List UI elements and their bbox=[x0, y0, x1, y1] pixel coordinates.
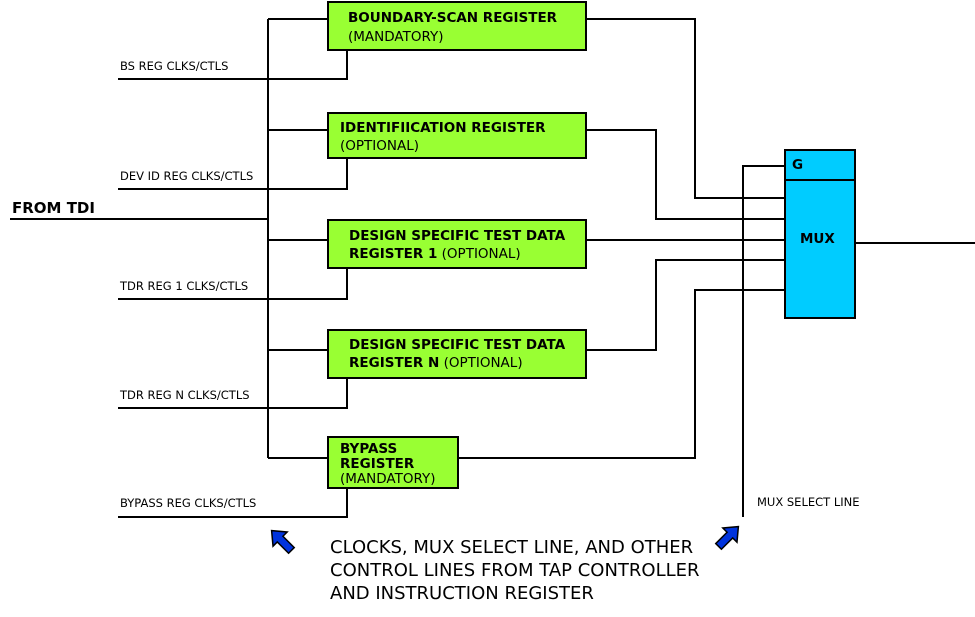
tdr1-reg-line2: REGISTER 1 (OPTIONAL) bbox=[349, 246, 521, 262]
ctl-line-bs bbox=[118, 50, 348, 80]
bypass-reg-note: (MANDATORY) bbox=[340, 471, 436, 487]
arrow-left-up-icon bbox=[270, 529, 296, 555]
mux-label: MUX bbox=[800, 231, 835, 247]
out-bypass bbox=[458, 289, 785, 459]
identification-register: IDENTIFIICATION REGISTER (OPTIONAL) bbox=[327, 112, 587, 159]
id-reg-title: IDENTIFIICATION REGISTER bbox=[340, 120, 546, 136]
footnote-line-3: AND INSTRUCTION REGISTER bbox=[330, 583, 594, 604]
tdr1-register: DESIGN SPECIFIC TEST DATA REGISTER 1 (OP… bbox=[327, 219, 587, 269]
mux-select-line bbox=[742, 165, 785, 517]
ctl-line-tdr1 bbox=[118, 268, 348, 300]
bypass-reg-title2: REGISTER bbox=[340, 456, 415, 472]
mux-select-label: MUX SELECT LINE bbox=[757, 495, 860, 509]
id-reg-note: (OPTIONAL) bbox=[340, 138, 419, 154]
bs-reg-title: BOUNDARY-SCAN REGISTER bbox=[348, 10, 558, 26]
ctl-label-tdr1: TDR REG 1 CLKS/CTLS bbox=[119, 279, 248, 293]
out-tdrn bbox=[586, 259, 785, 351]
tdrn-reg-line2: REGISTER N (OPTIONAL) bbox=[349, 355, 523, 371]
tdrn-reg-note: (OPTIONAL) bbox=[439, 355, 522, 371]
ctl-label-bs: BS REG CLKS/CTLS bbox=[120, 59, 228, 73]
out-bs bbox=[586, 18, 785, 199]
boundary-scan-register: BOUNDARY-SCAN REGISTER (MANDATORY) bbox=[327, 1, 587, 51]
ctl-line-id bbox=[118, 158, 348, 190]
ctl-line-bypass bbox=[118, 488, 348, 518]
arrow-right-up-icon bbox=[714, 525, 740, 551]
tdrn-reg-title: DESIGN SPECIFIC TEST DATA bbox=[349, 337, 566, 353]
mux-block: G MUX bbox=[784, 149, 856, 319]
ctl-label-bypass: BYPASS REG CLKS/CTLS bbox=[120, 496, 256, 510]
ctl-line-tdrn bbox=[118, 378, 348, 409]
ctl-label-id: DEV ID REG CLKS/CTLS bbox=[120, 169, 253, 183]
tdr1-reg-title: DESIGN SPECIFIC TEST DATA bbox=[349, 228, 566, 244]
bypass-reg-title1: BYPASS bbox=[340, 441, 397, 457]
out-id bbox=[586, 129, 785, 220]
bs-reg-note: (MANDATORY) bbox=[348, 29, 444, 45]
footnote-line-2: CONTROL LINES FROM TAP CONTROLLER bbox=[330, 560, 700, 581]
footnote-line-1: CLOCKS, MUX SELECT LINE, AND OTHER bbox=[330, 537, 693, 558]
tdr1-reg-name: REGISTER 1 bbox=[349, 246, 437, 262]
ctl-label-tdrn: TDR REG N CLKS/CTLS bbox=[119, 388, 250, 402]
tdrn-reg-name: REGISTER N bbox=[349, 355, 439, 371]
tdi-label: FROM TDI bbox=[12, 199, 95, 217]
bypass-register: BYPASS REGISTER (MANDATORY) bbox=[327, 436, 459, 489]
tdr1-reg-note: (OPTIONAL) bbox=[437, 246, 520, 262]
tdrn-register: DESIGN SPECIFIC TEST DATA REGISTER N (OP… bbox=[327, 329, 587, 379]
mux-gate-label: G bbox=[792, 157, 803, 173]
